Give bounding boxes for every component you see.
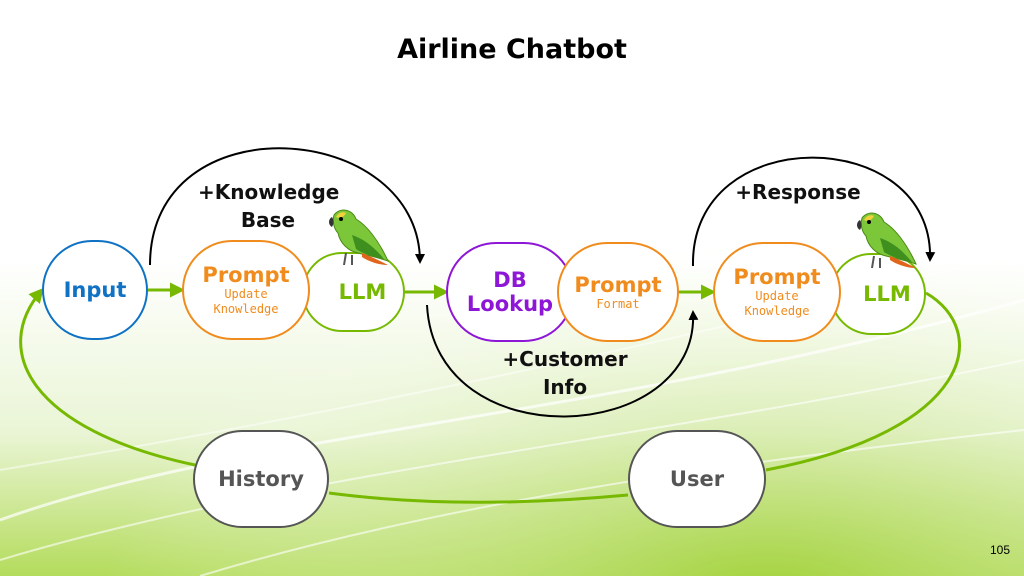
node-prompt-3-sub: Update [755,289,799,303]
node-user: User [628,430,766,528]
edge-label-knowledge-base: +Knowledge Base [198,178,340,234]
arrow-customer-info [426,304,699,418]
node-prompt-2-sub: Format [596,296,640,311]
node-prompt-1-sub: Update [224,287,268,301]
node-llm-1: LLM [302,252,405,332]
edge-label-line: Info [542,375,588,399]
loop-llm-to-user [765,291,961,472]
node-user-label: User [669,467,725,491]
loop-history-to-input [19,287,196,467]
edge-label-line: +Customer [502,347,628,371]
node-prompt-3-label: Prompt [733,265,821,289]
edge-label-line: Base [240,208,296,232]
node-history-label: History [218,467,304,491]
parrot-icon [329,209,389,266]
arrow-knowledge-base [149,147,425,266]
node-history: History [193,430,329,528]
edge-label-response: +Response [728,178,868,206]
page-title: Airline Chatbot [397,34,627,65]
node-prompt-2-label: Prompt [574,272,662,297]
node-prompt-2: Prompt Format [557,242,679,342]
parrot-icon [857,212,917,269]
node-input: Input [42,240,148,340]
node-db-label: Lookup [466,292,554,316]
slide-number: 105 [989,543,1010,557]
edge-label-customer-info: +Customer Info [495,345,635,401]
node-prompt-1: Prompt Update Knowledge [182,240,310,340]
node-input-label: Input [63,278,127,302]
node-prompt-1-sub: Knowledge [213,302,279,316]
arrow-response [691,156,936,267]
loop-user-to-history [328,491,629,504]
node-prompt-3: Prompt Update Knowledge [713,242,841,342]
edge-label-line: +Knowledge [198,180,340,204]
node-db-label: DB [493,268,527,292]
node-prompt-3-sub: Knowledge [744,304,810,318]
node-llm-2-label: LLM [863,282,911,306]
node-llm-1-label: LLM [338,280,387,304]
edge-label-line: +Response [735,180,861,204]
node-db-lookup: DB Lookup [446,242,574,342]
node-prompt-1-label: Prompt [202,263,290,287]
